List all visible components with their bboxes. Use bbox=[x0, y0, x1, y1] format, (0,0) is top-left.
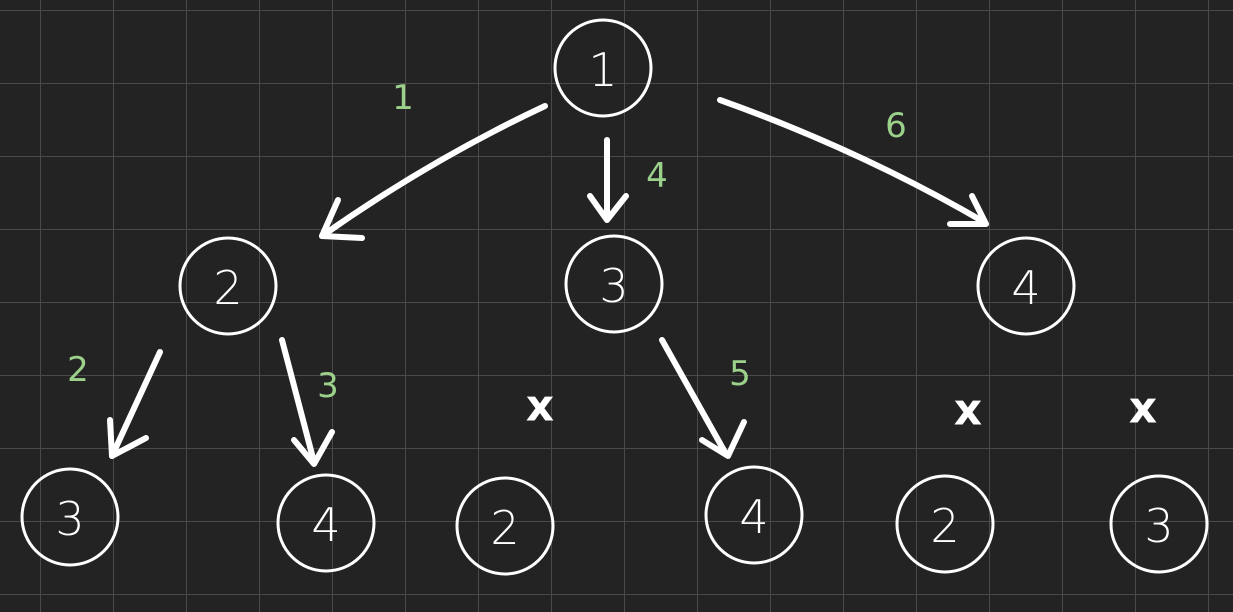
node-level2-3-under-2-label: 3 bbox=[55, 492, 84, 546]
pruned-mark-under-4-left: x bbox=[954, 385, 982, 436]
edge-root-to-2-arrowhead bbox=[319, 197, 365, 241]
edge-root-to-3-arrowhead bbox=[587, 193, 629, 223]
weight-3-to-4: 5 bbox=[729, 354, 751, 394]
edge-2-to-4-arrowhead bbox=[291, 429, 335, 467]
node-level1-4-label: 4 bbox=[1011, 261, 1040, 315]
weight-2-to-4: 3 bbox=[317, 366, 339, 406]
node-level1-3-label: 3 bbox=[599, 259, 628, 313]
weight-root-to-4: 6 bbox=[885, 106, 907, 146]
node-level1-3: 3 bbox=[564, 234, 664, 334]
edge-2-to-3 bbox=[109, 349, 163, 459]
edge-3-to-4-arrowhead bbox=[699, 419, 747, 459]
edge-2-to-3-arrowhead bbox=[107, 417, 149, 459]
node-level2-3-under-4-label: 3 bbox=[1144, 499, 1173, 553]
node-level2-2-under-3-label: 2 bbox=[490, 501, 519, 555]
node-level2-3-under-4: 3 bbox=[1109, 474, 1209, 574]
node-level2-2-under-3: 2 bbox=[455, 476, 555, 576]
edge-3-to-4 bbox=[659, 337, 729, 457]
node-level1-2-label: 2 bbox=[213, 261, 242, 315]
edge-root-to-4 bbox=[717, 97, 987, 225]
edge-root-to-2 bbox=[319, 103, 548, 239]
node-level2-4-under-3: 4 bbox=[704, 465, 804, 565]
edge-root-to-4-arrowhead bbox=[947, 193, 989, 227]
node-level2-4-under-2-label: 4 bbox=[311, 498, 340, 552]
node-level2-4-under-2: 4 bbox=[276, 473, 376, 573]
node-level2-2-under-4: 2 bbox=[895, 474, 995, 574]
weight-root-to-2: 1 bbox=[392, 78, 414, 118]
weight-2-to-3: 2 bbox=[67, 350, 89, 390]
node-level1-2: 2 bbox=[178, 236, 278, 336]
node-root-label: 1 bbox=[588, 43, 617, 97]
pruned-mark-under-3: x bbox=[526, 381, 554, 432]
edge-2-to-4 bbox=[279, 337, 317, 465]
node-root: 1 bbox=[553, 18, 653, 118]
weight-root-to-3: 4 bbox=[646, 156, 668, 196]
node-level2-4-under-3-label: 4 bbox=[739, 490, 768, 544]
pruned-mark-under-4-right: x bbox=[1129, 383, 1157, 434]
node-level1-4: 4 bbox=[976, 236, 1076, 336]
node-level2-3-under-2: 3 bbox=[20, 467, 120, 567]
node-level2-2-under-4-label: 2 bbox=[930, 499, 959, 553]
